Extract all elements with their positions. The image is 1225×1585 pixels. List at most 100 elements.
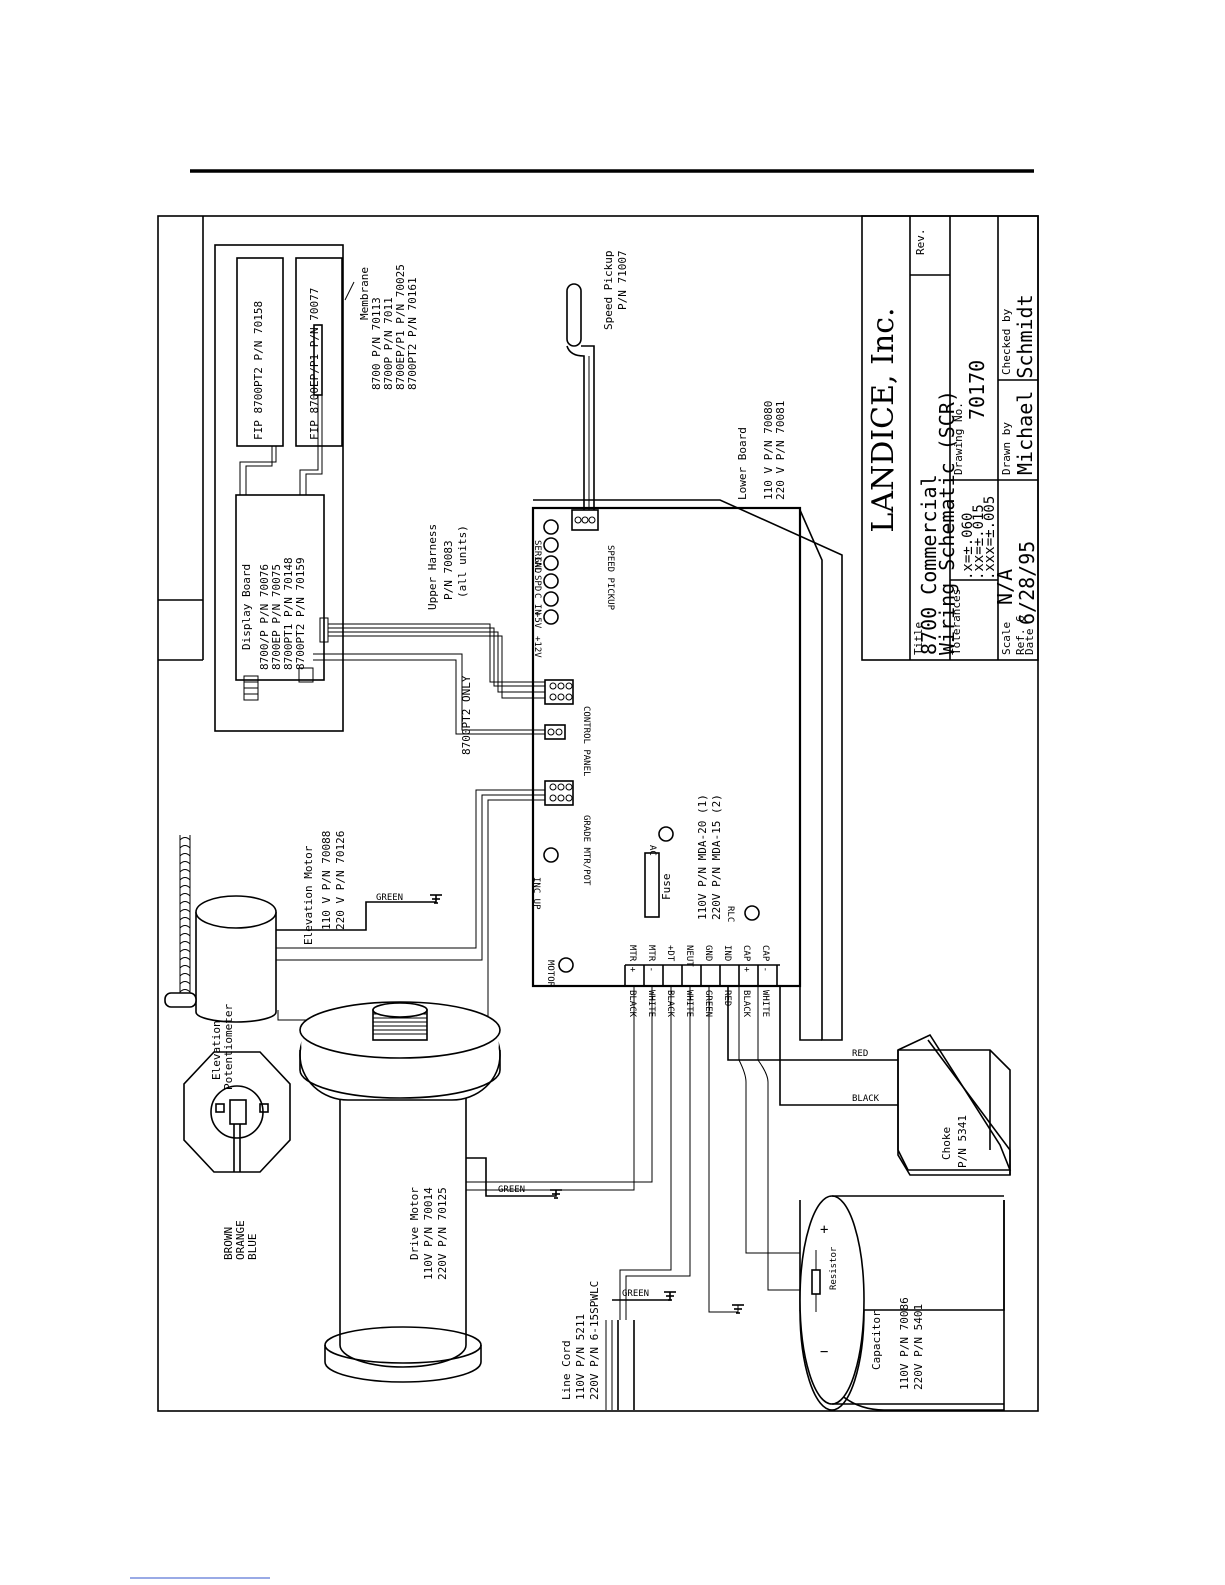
choke-label: Choke bbox=[940, 1127, 953, 1160]
controller-board bbox=[531, 506, 802, 988]
capacitor-label: Capacitor bbox=[870, 1310, 883, 1370]
title-line-2: Wiring Schematic (SCR) bbox=[935, 390, 959, 655]
display-panel: FIP 8700PT2 P/N 70158 FIP 8700EP/P1 P/N … bbox=[214, 244, 419, 732]
capacitor-pn-110: 110V P/N 70086 bbox=[898, 1297, 911, 1390]
choke: RED BLACK Choke P/N 5341 bbox=[852, 1033, 1012, 1176]
svg-text:NEUT: NEUT bbox=[684, 945, 694, 967]
svg-text:GND: GND bbox=[703, 945, 713, 961]
svg-text:WHITE: WHITE bbox=[646, 990, 656, 1017]
pot-label-2: Potentiometer bbox=[222, 1004, 235, 1090]
upper-harness-label: Upper Harness bbox=[426, 524, 439, 610]
pot-wire-brown: BROWN bbox=[222, 1227, 235, 1260]
speed-pickup: Speed Pickup P/N 71007 bbox=[566, 250, 629, 510]
membrane-label: Membrane bbox=[358, 267, 371, 320]
choke-pn: P/N 5341 bbox=[956, 1115, 969, 1168]
svg-text:MTR -: MTR - bbox=[646, 945, 656, 972]
lower-board: Lower Board 110 V P/N 70080 220 V P/N 70… bbox=[460, 401, 843, 1041]
elevation-motor-label: Elevation Motor bbox=[302, 845, 315, 945]
svg-text:MOTOR: MOTOR bbox=[545, 960, 555, 988]
svg-text:GREEN: GREEN bbox=[703, 990, 713, 1017]
upper-harness-note: (all units) bbox=[456, 525, 469, 598]
pot-label-1: Elevation bbox=[210, 1020, 223, 1080]
pot-wire-orange: ORANGE bbox=[234, 1220, 247, 1260]
svg-text:INC UP: INC UP bbox=[531, 877, 541, 910]
svg-text:8700P P/N 7011: 8700P P/N 7011 bbox=[382, 297, 395, 390]
tolerances-label: Tolerances bbox=[950, 589, 963, 655]
display-harness-connector bbox=[319, 617, 329, 643]
svg-text:IND: IND bbox=[722, 945, 732, 961]
line-cord-label: Line Cord bbox=[560, 1340, 573, 1400]
lower-board-label: Lower Board bbox=[736, 427, 749, 500]
tolerance-xx: .xx=±.015 bbox=[971, 504, 987, 580]
svg-text:WHITE: WHITE bbox=[684, 990, 694, 1017]
fip-8700pt2-box bbox=[236, 257, 284, 447]
display-board bbox=[235, 494, 325, 681]
rev-label: Rev. bbox=[914, 229, 927, 256]
svg-text:CAP -: CAP - bbox=[760, 945, 770, 972]
only-8700pt2-label: 8700PT2 ONLY bbox=[460, 675, 473, 755]
upper-harness: Upper Harness P/N 70083 (all units) bbox=[313, 524, 545, 735]
controller-pn-110: 110V P/N MDA-20 (1) bbox=[696, 794, 709, 920]
capacitor-pn-220: 220V P/N 5401 bbox=[912, 1304, 925, 1390]
controller-pn-220: 220V P/N MDA-15 (2) bbox=[710, 794, 723, 920]
fip-8700pt2-label: FIP 8700PT2 P/N 70158 bbox=[252, 301, 265, 440]
grade-connector-label: GRADE MTR/POT bbox=[581, 815, 591, 886]
control-panel-connector-label: CONTROL PANEL bbox=[581, 706, 591, 776]
tolerance-xxx: .xxx=±.005 bbox=[982, 496, 998, 580]
svg-text:C_IN: C_IN bbox=[532, 593, 542, 615]
line-cord-pn-110: 110V P/N 5211 bbox=[574, 1314, 587, 1400]
terminal-strip: MTR + MTR - +DT NEUT GND IND CAP + CAP - bbox=[624, 945, 780, 987]
display-board-label: Display Board bbox=[240, 564, 253, 650]
date-label: Date bbox=[1023, 629, 1036, 656]
line-cord-pn-220: 220V P/N 6-15SPWLC bbox=[588, 1281, 601, 1400]
svg-text:8700/P P/N 70076: 8700/P P/N 70076 bbox=[258, 564, 271, 670]
svg-text:8700EP/P1 P/N 70025: 8700EP/P1 P/N 70025 bbox=[394, 264, 407, 390]
fuse bbox=[644, 852, 660, 918]
svg-text:AC: AC bbox=[647, 845, 657, 856]
choke-red-wire: RED bbox=[852, 1049, 868, 1059]
speed-pickup-pn: P/N 71007 bbox=[616, 250, 629, 310]
ref-value: 6 bbox=[1014, 615, 1027, 622]
upper-harness-pn: P/N 70083 bbox=[442, 540, 455, 600]
drawn-by-label: Drawn by bbox=[1000, 422, 1013, 475]
resistor-label: Resistor bbox=[829, 1246, 839, 1290]
title-block: LANDICE, Inc. Title 8700 Commercial Wiri… bbox=[861, 215, 1039, 661]
date-value: 6/28/95 bbox=[1015, 541, 1039, 625]
speed-pickup-sensor bbox=[566, 283, 582, 347]
capacitor-plus: + bbox=[820, 1222, 828, 1238]
svg-text:WHITE: WHITE bbox=[760, 990, 770, 1017]
svg-text:SPD: SPD bbox=[532, 575, 542, 591]
svg-text:RLC: RLC bbox=[725, 906, 735, 922]
title-label: Title bbox=[912, 622, 925, 655]
fuse-label: Fuse bbox=[660, 874, 673, 901]
scale-label: Scale bbox=[1000, 622, 1013, 655]
drawing-no-label: Drawing No. bbox=[952, 402, 965, 475]
elevation-motor-pn-220: 220 V P/N 70126 bbox=[334, 831, 347, 930]
capacitor: + − Resistor Capacitor 110V P/N 70086 22… bbox=[799, 1195, 1005, 1411]
pot-wire-blue: BLUE bbox=[246, 1234, 259, 1261]
scale-value: N/A bbox=[993, 569, 1017, 605]
drive-motor-pn-110: 110V P/N 70014 bbox=[422, 1187, 435, 1280]
svg-text:SERIAL: SERIAL bbox=[532, 540, 542, 573]
company-name: LANDICE, Inc. bbox=[866, 307, 901, 532]
lead-screw bbox=[179, 835, 191, 1000]
ref-label: Ref. bbox=[1014, 629, 1027, 656]
line-cord: GREEN Line Cord 110V P/N 5211 220V P/N 6… bbox=[560, 1281, 676, 1410]
drawn-by-value: Michael Schmidt bbox=[1013, 294, 1037, 475]
svg-text:8700PT2 P/N 70161: 8700PT2 P/N 70161 bbox=[406, 277, 419, 390]
svg-text:8700PT1 P/N 70148: 8700PT1 P/N 70148 bbox=[282, 557, 295, 670]
drive-motor: Drive Motor 110V P/N 70014 220V P/N 7012… bbox=[299, 986, 653, 1383]
line-cord-ground-label: GREEN bbox=[622, 1289, 649, 1299]
svg-text:CAP +: CAP + bbox=[741, 945, 751, 973]
speed-pickup-connector-label: SPEED PICKUP bbox=[605, 545, 615, 611]
elevation-ground-label: GREEN bbox=[376, 893, 403, 903]
speed-pickup-label: Speed Pickup bbox=[602, 251, 615, 330]
svg-text:+5V: +5V bbox=[532, 612, 542, 629]
svg-text:8700EP P/N 70075: 8700EP P/N 70075 bbox=[270, 564, 283, 670]
svg-text:BLACK: BLACK bbox=[627, 990, 637, 1018]
choke-black-wire: BLACK bbox=[852, 1094, 880, 1104]
lower-board-pn-220: 220 V P/N 70081 bbox=[774, 401, 787, 500]
drawing-number: 70170 bbox=[965, 360, 989, 420]
